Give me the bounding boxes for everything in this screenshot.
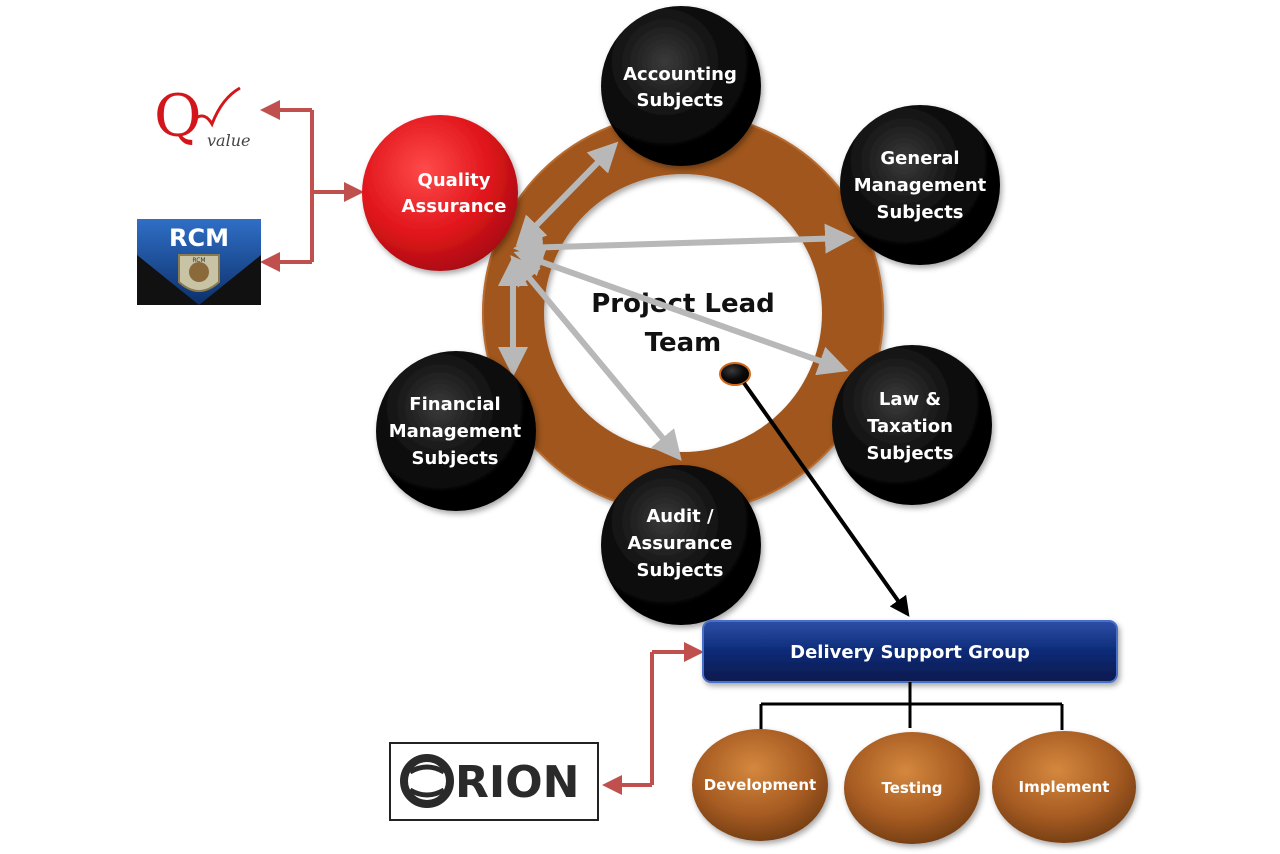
accounting-line2: Subjects [636,90,723,111]
testing-label: Testing [881,779,942,797]
financial-line3: Subjects [411,448,498,469]
audit-line3: Subjects [636,560,723,581]
rcm-title: RCM [169,224,229,252]
quality-assurance-node: Quality Assurance [362,115,518,271]
law-line1: Law & [879,389,941,410]
financial-line1: Financial [409,394,500,415]
qa-line1: Quality [418,170,491,191]
center-label-line2: Team [645,328,722,358]
general-line3: Subjects [876,202,963,223]
child-development: Development [692,729,828,841]
orion-logo: RION [389,742,599,821]
financial-management-subjects-node: Financial Management Subjects [376,351,536,511]
arrow-qa-audit [510,255,682,461]
rcm-logo: RCM RCM [137,219,261,305]
qvalue-q: Q [154,82,202,150]
accounting-subjects-node: Accounting Subjects [601,6,761,166]
orion-text: RION [455,757,579,808]
rcm-badge-text: RCM [192,257,205,264]
accounting-line1: Accounting [623,64,737,85]
child-testing: Testing [844,732,980,844]
general-management-subjects-node: General Management Subjects [840,105,1000,265]
qvalue-logo: Q value [154,82,250,150]
delivery-support-group: Delivery Support Group [702,620,1118,683]
qa-logo-arrows [260,100,364,272]
law-line3: Subjects [866,443,953,464]
general-line2: Management [854,175,987,196]
qa-line2: Assurance [402,196,507,217]
law-taxation-subjects-node: Law & Taxation Subjects [832,345,992,505]
financial-line2: Management [389,421,522,442]
general-line1: General [880,148,959,169]
child-implement: Implement [992,731,1136,843]
arrow-team-delivery [742,381,910,617]
implement-label: Implement [1019,778,1110,796]
audit-assurance-subjects-node: Audit / Assurance Subjects [601,465,761,625]
law-line2: Taxation [867,416,953,437]
qvalue-text: value [207,131,250,150]
orion-delivery-arrows [602,642,704,795]
audit-line2: Assurance [628,533,733,554]
development-label: Development [704,776,816,794]
audit-line1: Audit / [646,506,714,527]
arrow-qa-general [513,223,855,263]
qa-arrows [498,141,855,461]
delivery-title: Delivery Support Group [790,642,1030,663]
delivery-tree-lines [759,682,1064,730]
ring-connector-dot [719,362,751,386]
